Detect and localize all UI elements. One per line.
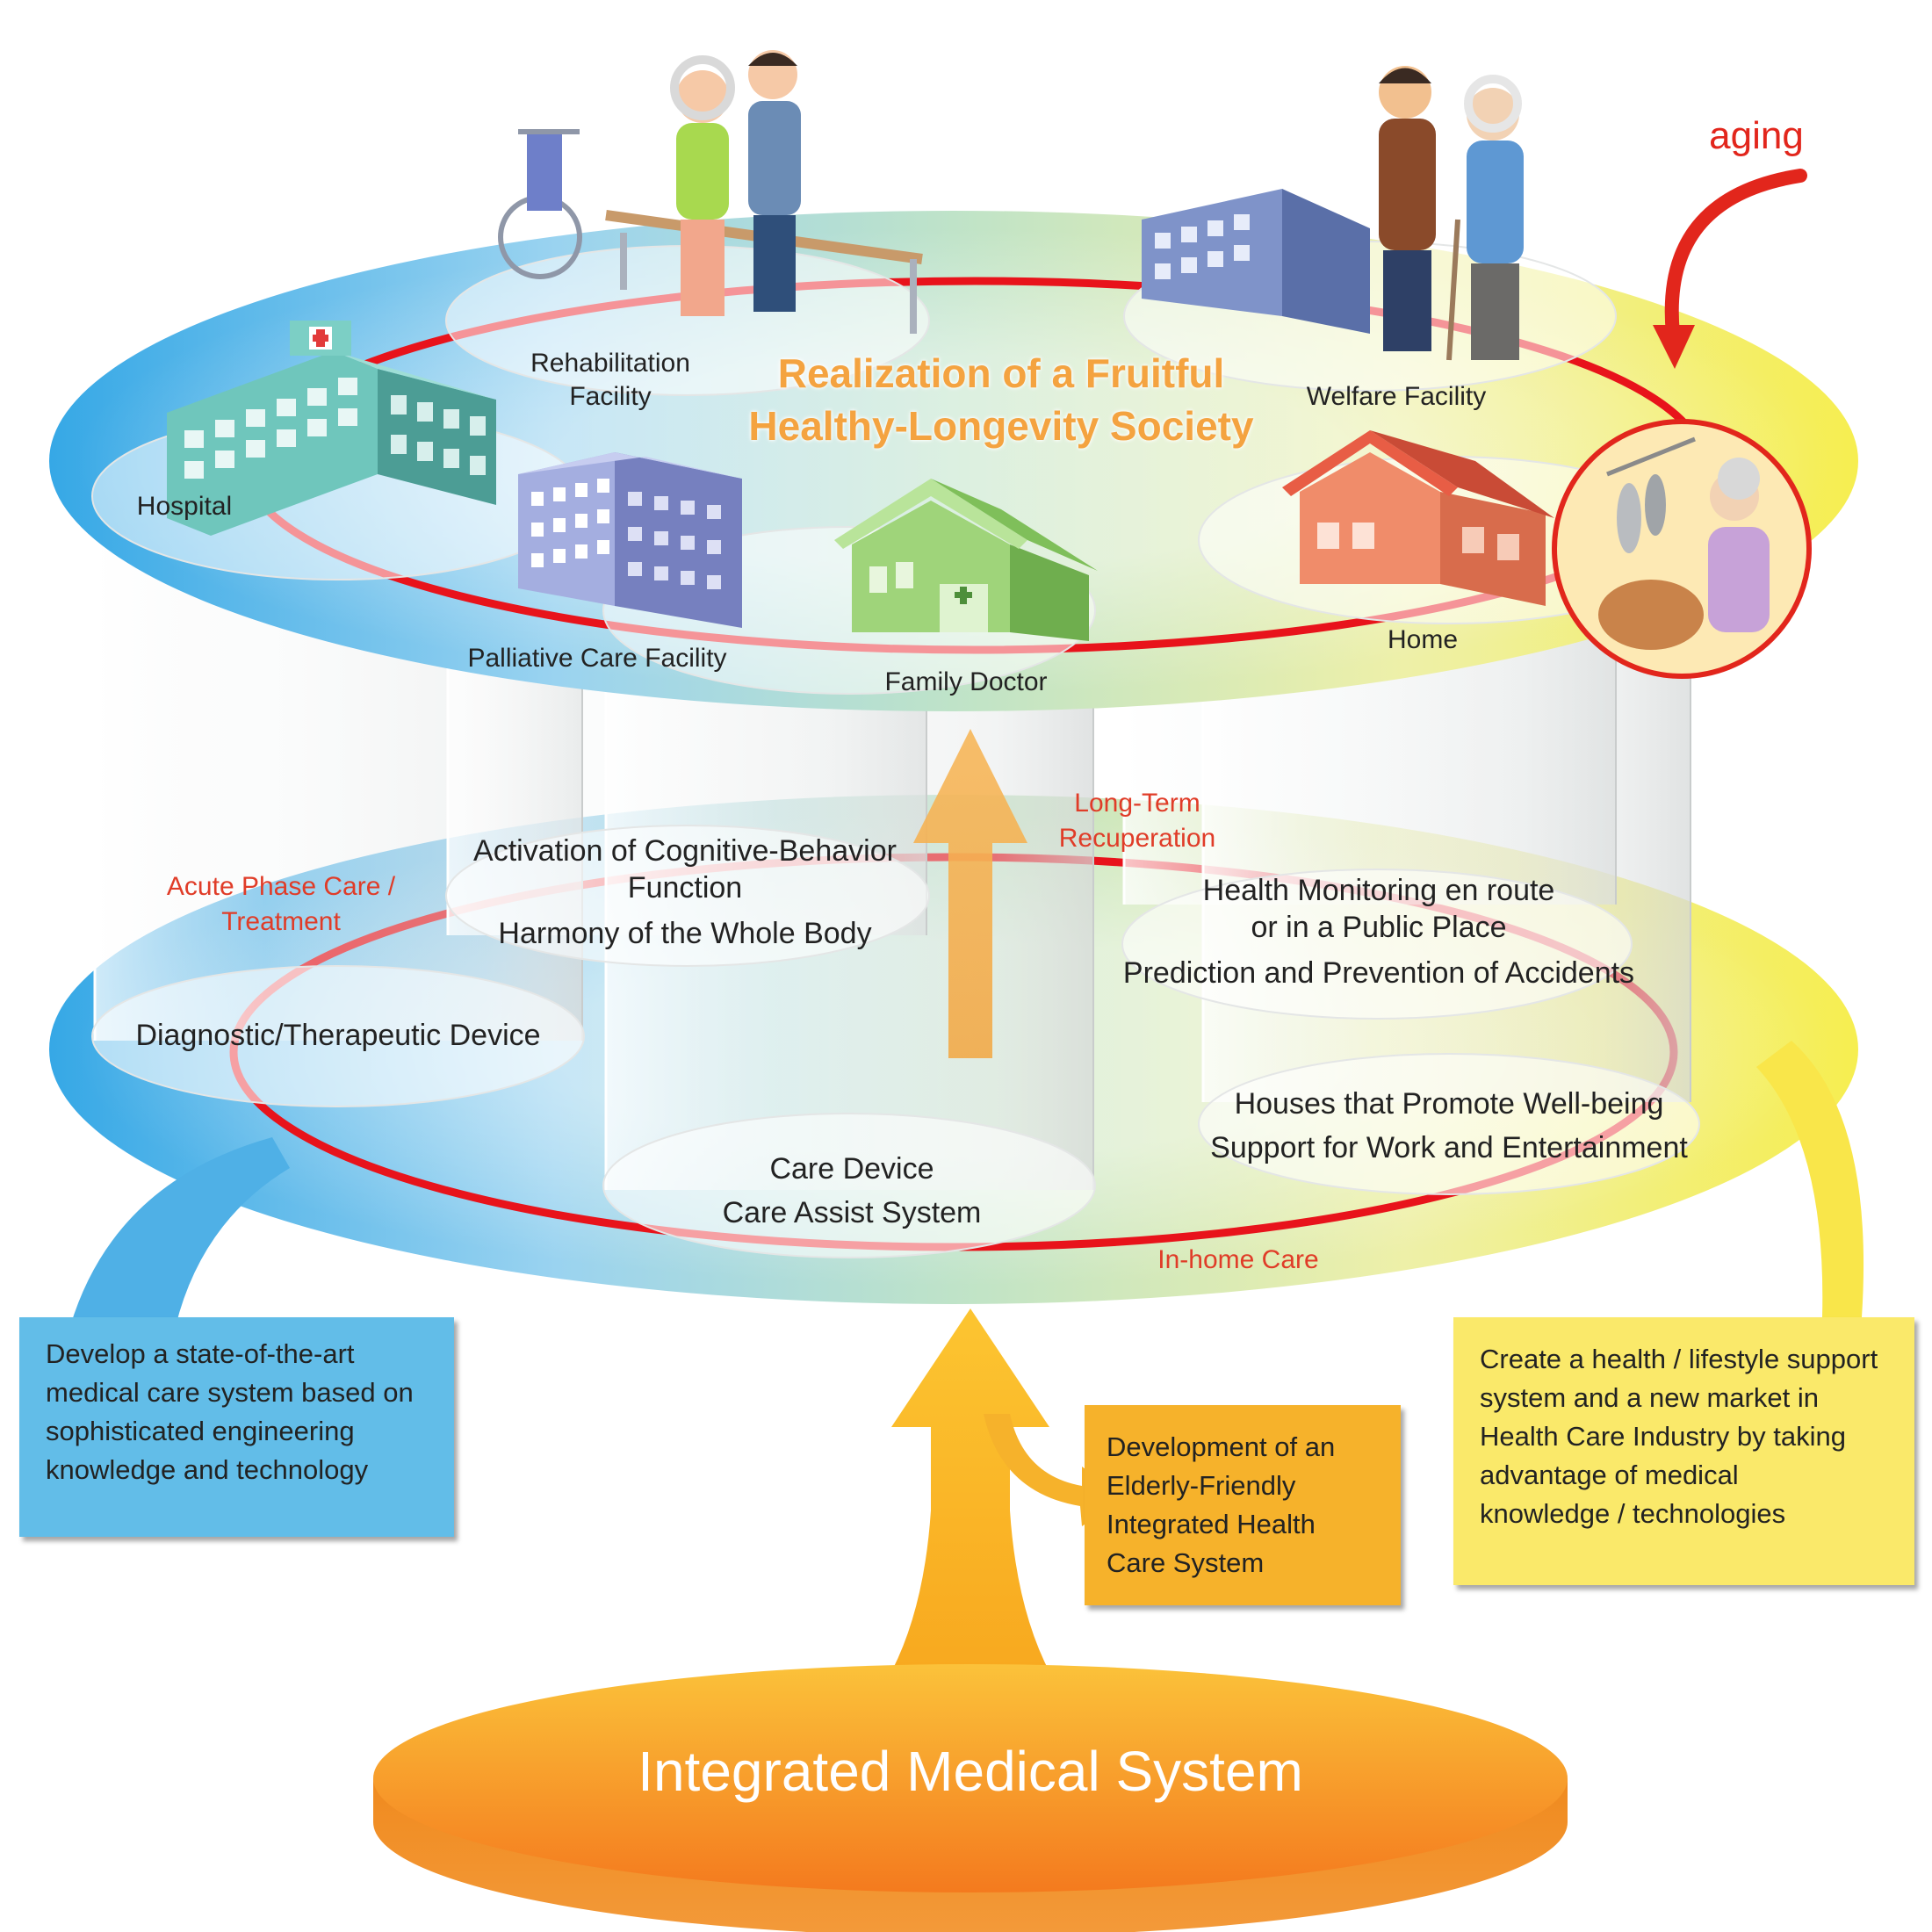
- cognitive-line1: Activation of Cognitive-Behavior: [473, 834, 897, 868]
- family-doctor-house-icon: [834, 479, 1098, 641]
- main-title-line2: Healthy-Longevity Society: [748, 403, 1254, 449]
- orange-box-line: Elderly-Friendly: [1107, 1470, 1296, 1501]
- facility-rehabilitation-line1: Rehabilitation: [530, 349, 690, 378]
- yellow-box-line: advantage of medical: [1480, 1460, 1739, 1490]
- long-term-label: Long-Term Recuperation: [1019, 786, 1256, 856]
- facility-hospital: Hospital: [136, 492, 233, 521]
- orange-box-line: Care System: [1107, 1547, 1265, 1578]
- yellow-box-line: Health Care Industry by taking: [1480, 1421, 1846, 1452]
- houses-label: Houses that Promote Well-being Support f…: [1190, 1085, 1708, 1166]
- yellow-connector-arrow-icon: [1756, 1041, 1864, 1317]
- yellow-box-line: knowledge / technologies: [1480, 1498, 1786, 1529]
- houses-line2: Support for Work and Entertainment: [1210, 1131, 1688, 1164]
- care-device-label: Care Device Care Assist System: [685, 1150, 1019, 1231]
- monitoring-label: Health Monitoring en route or in a Publi…: [1098, 872, 1660, 991]
- orange-info-box: Development of an Elderly-Friendly Integ…: [1085, 1405, 1401, 1605]
- facility-family-doctor: Family Doctor: [884, 667, 1048, 696]
- monitoring-line2: or in a Public Place: [1251, 911, 1507, 944]
- houses-line1: Houses that Promote Well-being: [1234, 1087, 1664, 1121]
- care-device-line1: Care Device: [769, 1152, 934, 1186]
- facility-rehabilitation-line2: Facility: [569, 382, 652, 411]
- acute-phase-label: Acute Phase Care / Treatment: [141, 869, 422, 940]
- aging-arrowhead-icon: [1653, 325, 1695, 369]
- palliative-building-icon: [518, 452, 742, 628]
- yellow-box-line: Create a health / lifestyle support: [1480, 1344, 1878, 1374]
- facility-rehabilitation: Rehabilitation Facility: [492, 347, 729, 414]
- middle-up-arrow-icon: [913, 729, 1027, 1058]
- big-up-arrow-icon: [795, 1308, 1146, 1770]
- base-title: Integrated Medical System: [638, 1740, 1303, 1803]
- acute-phase-line1: Acute Phase Care /: [166, 872, 396, 901]
- welfare-people-icon: [1379, 66, 1524, 361]
- cognitive-line3: Harmony of the Whole Body: [498, 917, 872, 950]
- lower-ellipses: [91, 825, 1700, 1258]
- blue-box-line: sophisticated engineering: [46, 1416, 355, 1446]
- main-title-line1: Realization of a Fruitful: [777, 350, 1225, 396]
- monitoring-line3: Prediction and Prevention of Accidents: [1122, 956, 1635, 990]
- welfare-building-icon: [1142, 189, 1370, 334]
- blue-info-box: Develop a state-of-the-art medical care …: [19, 1317, 454, 1537]
- cognitive-label: Activation of Cognitive-Behavior Functio…: [439, 833, 931, 952]
- home-house-icon: [1282, 430, 1554, 606]
- long-term-line1: Long-Term: [1074, 789, 1200, 818]
- facility-palliative: Palliative Care Facility: [467, 644, 727, 673]
- care-device-line2: Care Assist System: [722, 1196, 982, 1229]
- blue-box-line: knowledge and technology: [46, 1454, 369, 1485]
- rehabilitation-scene-icon: [498, 50, 923, 334]
- blue-box-line: Develop a state-of-the-art: [46, 1338, 355, 1369]
- orange-box-line: Integrated Health: [1107, 1509, 1316, 1539]
- blue-box-line: medical care system based on: [46, 1377, 414, 1408]
- cognitive-line2: Function: [627, 871, 743, 905]
- acute-phase-line2: Treatment: [221, 907, 341, 936]
- monitoring-line1: Health Monitoring en route: [1202, 874, 1555, 907]
- orange-box-line: Development of an: [1107, 1431, 1336, 1462]
- yellow-info-box: Create a health / lifestyle support syst…: [1453, 1317, 1914, 1585]
- diagnostic-device-label: Diagnostic/Therapeutic Device: [135, 1019, 541, 1052]
- blue-connector-arrow-icon: [70, 1137, 290, 1326]
- main-title: Realization of a Fruitful Healthy-Longev…: [729, 347, 1273, 452]
- yellow-box-line: system and a new market in: [1480, 1382, 1819, 1413]
- in-home-care-label: In-home Care: [1157, 1245, 1319, 1274]
- hospital-building-icon: [167, 321, 496, 536]
- aging-label: aging: [1709, 114, 1804, 157]
- facility-home: Home: [1387, 625, 1459, 654]
- elderly-cooking-icon: [1552, 419, 1812, 679]
- facility-welfare: Welfare Facility: [1306, 382, 1487, 411]
- aging-arrow-icon: [1664, 169, 1807, 341]
- base-disc: [373, 1664, 1568, 1932]
- long-term-line2: Recuperation: [1058, 824, 1216, 853]
